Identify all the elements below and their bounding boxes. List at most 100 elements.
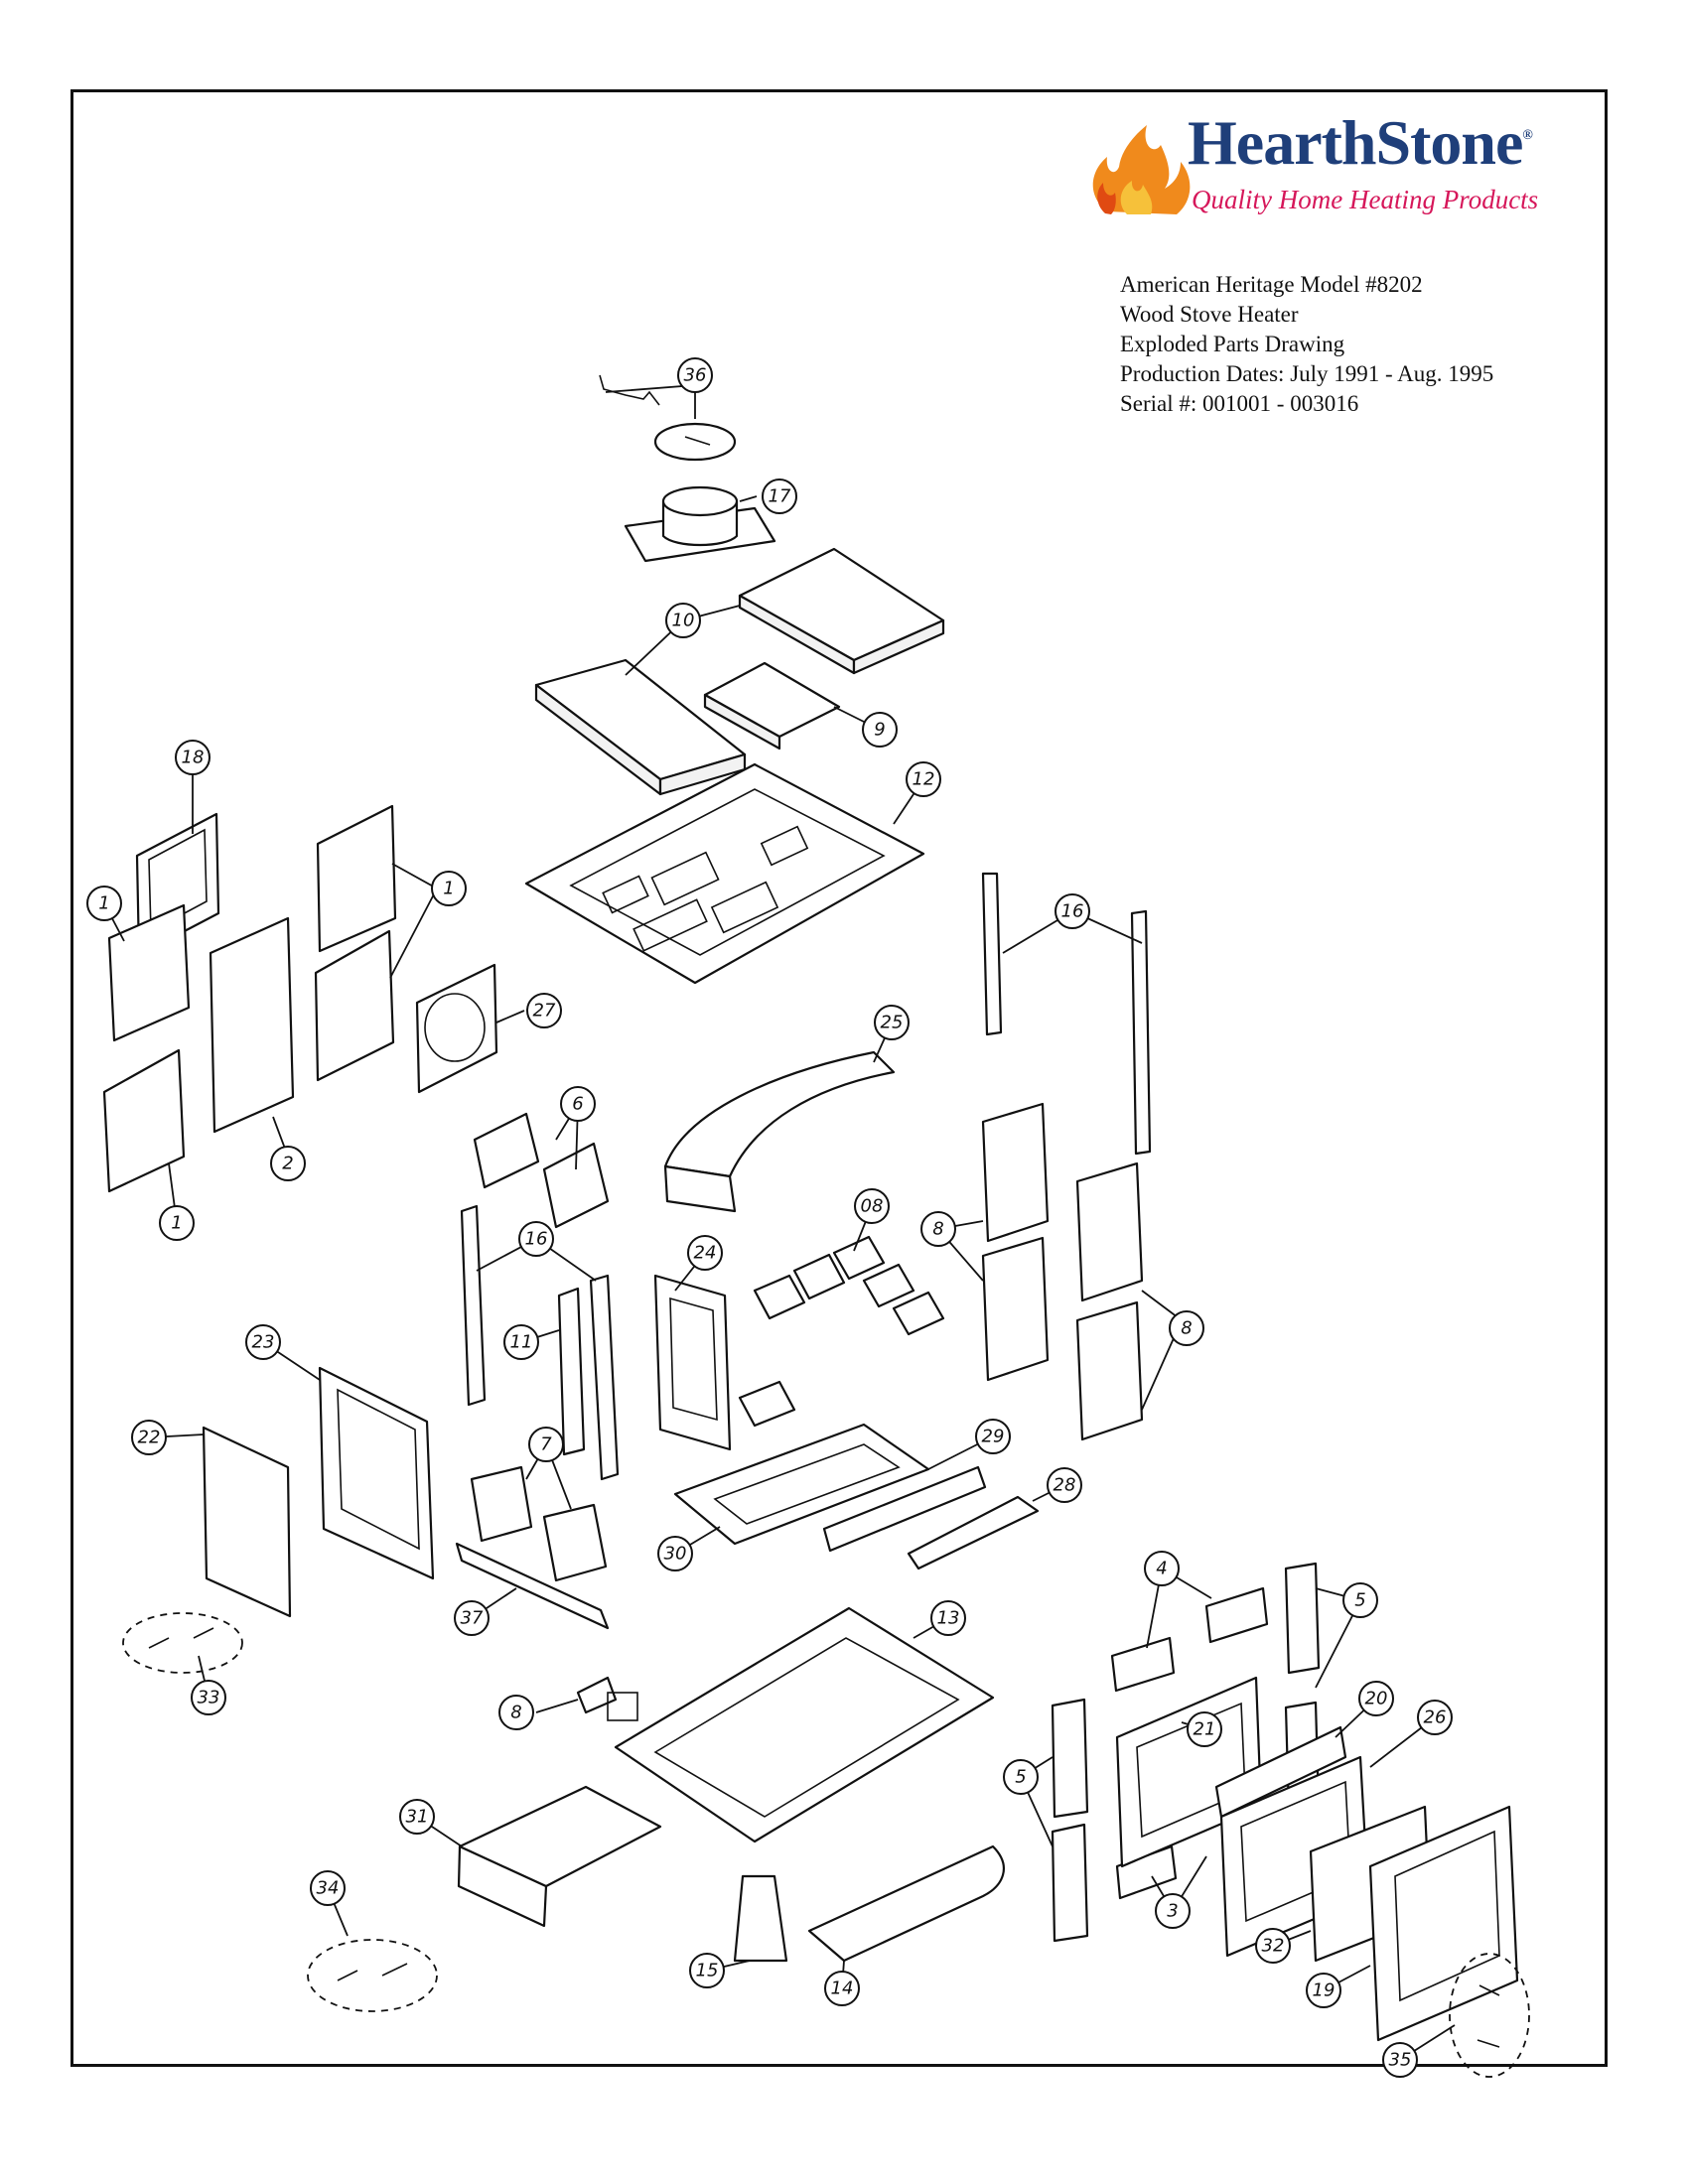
callout-26: 26 (1417, 1700, 1453, 1735)
callout-1: 1 (431, 871, 467, 906)
callout-circle (526, 993, 562, 1028)
callout-label: 20 (1365, 1689, 1388, 1709)
part-baffle-25 (663, 1050, 896, 1213)
callout-29: 29 (975, 1419, 1011, 1454)
callout-label: 6 (572, 1094, 583, 1115)
callout-16: 16 (1055, 893, 1090, 929)
callout-circle (159, 1205, 195, 1241)
callout-37: 37 (454, 1600, 490, 1636)
callout-label: 29 (982, 1427, 1005, 1447)
callout-12: 12 (906, 761, 941, 797)
callout-1: 1 (86, 886, 122, 921)
part-plate-27 (415, 963, 498, 1094)
callout-circle (528, 1427, 564, 1462)
callout-circle (824, 1971, 860, 2006)
callout-circle (1358, 1681, 1394, 1716)
callout-circle (1055, 893, 1090, 929)
part-rail-29 (822, 1465, 987, 1553)
callout-circle (1003, 1759, 1039, 1795)
callout-label: 8 (1181, 1318, 1192, 1339)
callout-5: 5 (1003, 1759, 1039, 1795)
part-side-door-22 (202, 1426, 292, 1618)
callout-circle (1306, 1973, 1341, 2008)
part-lever-28 (907, 1495, 1040, 1570)
callout-label: 23 (252, 1332, 275, 1353)
callout-label: 30 (664, 1544, 687, 1565)
callout-circle (1187, 1711, 1222, 1747)
callout-25: 25 (874, 1005, 910, 1040)
callout-label: 2 (282, 1154, 293, 1174)
callout-label: 21 (1194, 1719, 1216, 1740)
info-line-dates: Production Dates: July 1991 - Aug. 1995 (1120, 361, 1494, 386)
callout-3: 3 (1155, 1893, 1191, 1929)
callout-circle (874, 1005, 910, 1040)
callout-17: 17 (762, 478, 797, 514)
model-info: American Heritage Model #8202 Wood Stove… (1120, 270, 1493, 419)
callout-2: 2 (270, 1146, 306, 1181)
callout-34: 34 (310, 1870, 346, 1906)
callout-circle (191, 1680, 226, 1715)
callout-label: 12 (913, 769, 935, 790)
callout-label: 19 (1313, 1980, 1336, 2001)
callout-circle (657, 1536, 693, 1571)
callout-label: 16 (1061, 901, 1084, 922)
callout-32: 32 (1255, 1928, 1291, 1964)
callout-35: 35 (1382, 2042, 1418, 2078)
callout-circle (1255, 1928, 1291, 1964)
part-rods-16 (460, 872, 1152, 1481)
callout-label: 26 (1424, 1707, 1447, 1728)
callout-label: 10 (672, 611, 695, 631)
callout-15: 15 (689, 1953, 725, 1988)
part-firebricks-6 (473, 1112, 610, 1229)
drawing-border (70, 89, 1608, 2067)
callout-circle (1382, 2042, 1418, 2078)
part-flue-collar (624, 485, 776, 563)
callout-label: 34 (317, 1878, 340, 1899)
callout-circle (399, 1799, 435, 1835)
callout-circle (1417, 1700, 1453, 1735)
callout-19: 19 (1306, 1973, 1341, 2008)
callout-5: 5 (1342, 1582, 1378, 1618)
callout-circle (854, 1188, 890, 1224)
callout-08: 08 (854, 1188, 890, 1224)
callout-33: 33 (191, 1680, 226, 1715)
callout-label: 32 (1262, 1936, 1285, 1957)
callout-label: 8 (510, 1703, 521, 1723)
callout-24: 24 (687, 1235, 723, 1271)
part-ash-lip-14 (807, 1844, 1005, 1963)
part-base-13 (614, 1606, 995, 1843)
callout-circle (431, 871, 467, 906)
callout-label: 5 (1015, 1767, 1026, 1788)
callout-label: 35 (1389, 2050, 1412, 2071)
callout-11: 11 (503, 1324, 539, 1360)
part-bar-11 (557, 1287, 586, 1456)
callout-circle (245, 1324, 281, 1360)
callout-circle (665, 603, 701, 638)
callout-label: 31 (406, 1807, 429, 1828)
part-hardware-34 (307, 1939, 438, 2012)
callout-10: 10 (665, 603, 701, 638)
callout-circle (762, 478, 797, 514)
callout-label: 1 (443, 879, 454, 899)
info-line-drawing: Exploded Parts Drawing (1120, 332, 1345, 356)
callout-circle (1155, 1893, 1191, 1929)
callout-8: 8 (1169, 1310, 1204, 1346)
callout-label: 17 (769, 486, 791, 507)
callout-23: 23 (245, 1324, 281, 1360)
callout-circle (862, 712, 898, 748)
callout-circle (687, 1235, 723, 1271)
callout-circle (454, 1600, 490, 1636)
callout-label: 25 (881, 1013, 904, 1033)
part-door-assembly (1214, 1725, 1519, 2042)
callout-7: 7 (528, 1427, 564, 1462)
callout-label: 4 (1156, 1559, 1167, 1579)
callout-1: 1 (159, 1205, 195, 1241)
brand-name: HearthStone® (1188, 107, 1533, 178)
part-damper-assembly (599, 374, 737, 462)
part-firebricks-1 (102, 804, 397, 1193)
callout-36: 36 (677, 357, 713, 393)
part-leg-15 (733, 1874, 788, 1963)
callout-28: 28 (1047, 1467, 1082, 1503)
callout-circle (975, 1419, 1011, 1454)
info-line-model: American Heritage Model #8202 (1120, 272, 1423, 297)
